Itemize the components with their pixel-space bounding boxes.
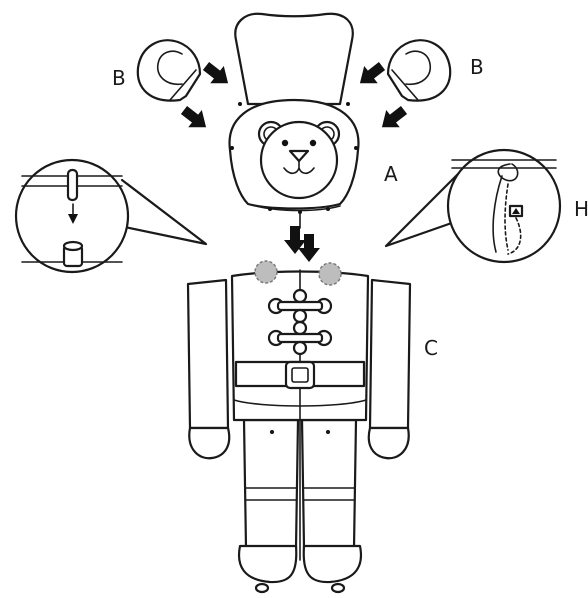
label-head: A — [384, 162, 398, 186]
arrow-icon — [353, 57, 389, 92]
connection-point-highlight — [319, 263, 341, 285]
arrow-icon — [375, 101, 411, 136]
hanging-loop-detail — [386, 150, 560, 262]
bear-head — [230, 100, 359, 228]
arrow-icon — [199, 57, 235, 92]
label-body: C — [424, 336, 438, 360]
label-ear-right: B — [470, 55, 484, 79]
hat — [235, 14, 352, 104]
arrow-icon — [298, 234, 320, 262]
peg-connector-detail — [16, 160, 206, 272]
arrow-icon — [177, 101, 213, 136]
left-ear — [138, 40, 200, 100]
label-hanger: H — [574, 197, 588, 221]
connection-point-highlight — [255, 261, 277, 283]
soldier-body — [188, 261, 410, 592]
label-ear-left: B — [112, 66, 126, 90]
right-ear — [388, 40, 450, 100]
